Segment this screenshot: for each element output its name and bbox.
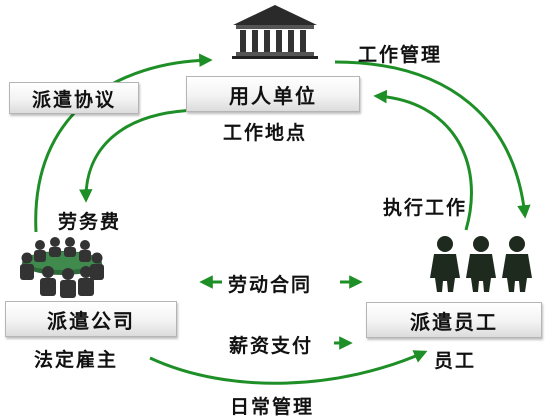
employee-subtitle: 员工 — [434, 350, 477, 372]
daily-management-label: 日常管理 — [230, 396, 315, 416]
salary-payment-label: 薪资支付 — [229, 335, 314, 357]
arrow-employee-to-employer — [373, 89, 473, 231]
arrow-agency-to-employee — [149, 350, 428, 385]
dispatch-agreement-label: 派遣协议 — [9, 82, 139, 114]
work-management-label: 工作管理 — [358, 44, 443, 66]
labor-fee-label: 劳务费 — [58, 211, 122, 233]
building-icon — [232, 5, 318, 59]
arrow-employer-to-employee — [334, 60, 531, 219]
employee-box: 派遣员工 — [366, 302, 542, 338]
workers-icon — [430, 236, 532, 292]
employer-box: 用人单位 — [186, 76, 360, 112]
labor-contract-label: 劳动合同 — [228, 274, 313, 296]
perform-work-label: 执行工作 — [383, 197, 468, 219]
agency-box: 派遣公司 — [5, 301, 177, 337]
agency-subtitle: 法定雇主 — [34, 349, 119, 371]
meeting-table-icon — [20, 237, 104, 298]
employer-subtitle: 工作地点 — [223, 122, 308, 144]
arrow-employer-to-agency — [79, 108, 199, 203]
